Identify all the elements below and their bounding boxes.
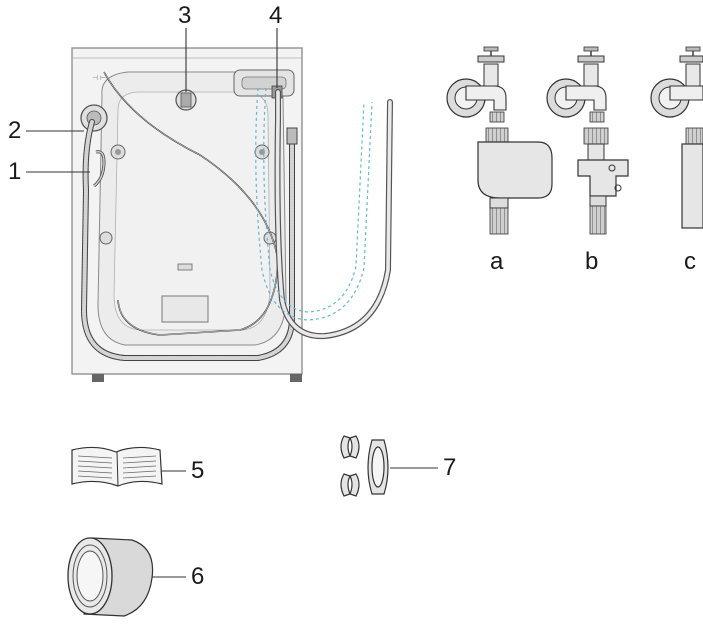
callout-2: 2 <box>8 117 22 144</box>
callout-3: 3 <box>178 2 192 29</box>
tap-with-adapter-b <box>546 46 629 235</box>
adapter-label-b: b <box>585 248 599 275</box>
adapter-label-c: c <box>684 248 696 275</box>
manual-booklet-icon <box>71 446 163 487</box>
adapter-label-a: a <box>490 248 504 275</box>
optional-hose-outline-b <box>263 87 365 313</box>
callout-4: 4 <box>269 2 283 29</box>
callout-5: 5 <box>191 457 205 484</box>
hose-roll-icon <box>67 537 154 617</box>
callout-leaders <box>26 28 438 578</box>
callout-6: 6 <box>191 563 205 590</box>
svg-text:⊣ ⊢: ⊣ ⊢ <box>92 75 106 82</box>
washing-machine-back: ⊣ ⊢ <box>71 47 303 382</box>
callout-7: 7 <box>443 454 457 481</box>
tap-with-adapter-a <box>446 46 553 235</box>
callout-1: 1 <box>8 158 22 185</box>
anti-slip-feet-icon <box>340 435 389 497</box>
tap-with-adapter-c <box>650 46 703 229</box>
optional-hose-outline-a <box>255 87 373 321</box>
